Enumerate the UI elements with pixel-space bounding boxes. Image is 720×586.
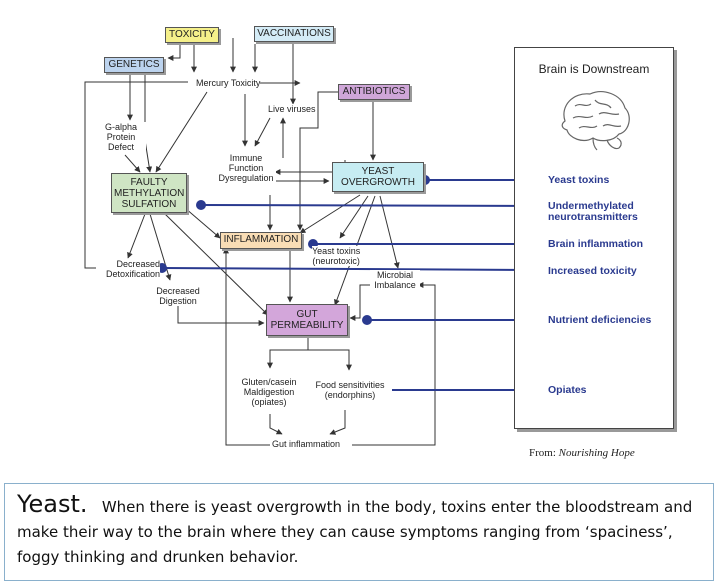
output-opiates: Opiates <box>548 384 587 396</box>
microbial-line-2: Imbalance <box>374 280 416 290</box>
brain-panel-title: Brain is Downstream <box>538 62 650 76</box>
toxicity-box: TOXICITY <box>165 27 219 43</box>
inflammation-box: INFLAMMATION <box>220 232 302 249</box>
faulty-line-3: SULFATION <box>121 199 177 210</box>
g-alpha-line-2: Protein <box>106 132 136 142</box>
yeast-toxins-neurotoxic-label: Yeast toxins (neurotoxic) <box>312 246 361 266</box>
output-undermethylated: Undermethylated neurotransmitters <box>548 201 638 223</box>
yeast-overgrowth-line-2: OVERGROWTH <box>341 177 415 188</box>
output-yeast-toxins: Yeast toxins <box>548 174 610 186</box>
diagram: TOXICITY VACCINATIONS GENETICS ANTIBIOTI… <box>84 26 674 459</box>
caption-box: Yeast. When there is yeast overgrowth in… <box>4 483 714 581</box>
citation-source: Nourishing Hope <box>558 447 635 459</box>
gluten-casein-label: Gluten/casein Maldigestion (opiates) <box>233 377 305 407</box>
gluten-line-2: Maldigestion <box>243 387 295 397</box>
immune-function-label: Immune Function Dysregulation <box>216 153 276 183</box>
immune-line-3: Dysregulation <box>218 173 274 183</box>
output-nutrient-deficiencies: Nutrient deficiencies <box>548 314 652 326</box>
microbial-imbalance-label: Microbial Imbalance <box>370 270 420 290</box>
genetics-box: GENETICS <box>104 57 164 73</box>
vaccinations-box: VACCINATIONS <box>254 26 334 42</box>
citation-prefix: From: <box>529 447 559 459</box>
immune-line-1: Immune <box>229 153 263 163</box>
yeast-toxins-line-1: Yeast toxins <box>312 246 361 256</box>
faulty-line-2: METHYLATION <box>114 188 185 199</box>
faulty-line-1: FAULTY <box>130 177 168 188</box>
decreased-digestion-label: Decreased Digestion <box>150 286 206 306</box>
source-citation: From: Nourishing Hope <box>529 447 635 459</box>
faulty-methylation-box: FAULTY METHYLATION SULFATION <box>111 173 187 213</box>
microbial-line-1: Microbial <box>376 270 413 280</box>
output-undermethylated-line-2: neurotransmitters <box>548 211 638 223</box>
food-line-1: Food sensitivities <box>315 380 385 390</box>
decreased-digestion-line-1: Decreased <box>156 286 200 296</box>
caption-title: Yeast. <box>17 490 88 518</box>
gut-inflammation-label: Gut inflammation <box>272 439 341 449</box>
g-alpha-line-1: G-alpha <box>104 122 138 132</box>
decreased-detox-line-2: Detoxification <box>105 269 160 279</box>
decreased-detox-line-1: Decreased <box>116 259 160 269</box>
gut-permeability-box: GUT PERMEABILITY <box>266 304 348 336</box>
yeast-overgrowth-box: YEAST OVERGROWTH <box>332 162 424 192</box>
output-brain-inflammation: Brain inflammation <box>548 238 644 250</box>
output-increased-toxicity: Increased toxicity <box>548 265 637 277</box>
brain-icon <box>561 91 630 151</box>
yeast-toxins-line-2: (neurotoxic) <box>312 256 360 266</box>
gut-line-1: GUT <box>296 309 318 320</box>
g-alpha-label: G-alpha Protein Defect <box>96 122 146 152</box>
food-line-2: (endorphins) <box>324 390 376 400</box>
caption-text: Yeast. When there is yeast overgrowth in… <box>17 492 701 570</box>
brain-downstream-panel: Brain is Downstream <box>514 47 674 429</box>
caption-body: When there is yeast overgrowth in the bo… <box>17 498 693 566</box>
live-viruses-label: Live viruses <box>268 104 316 114</box>
decreased-digestion-line-2: Digestion <box>159 296 197 306</box>
gut-line-2: PERMEABILITY <box>270 320 344 331</box>
yeast-overgrowth-line-1: YEAST <box>361 166 395 177</box>
food-sensitivities-label: Food sensitivities (endorphins) <box>308 380 392 400</box>
mercury-toxicity-label: Mercury Toxicity <box>196 78 261 88</box>
antibiotics-box: ANTIBIOTICS <box>338 84 410 100</box>
g-alpha-line-3: Defect <box>107 142 134 152</box>
output-undermethylated-line-1: Undermethylated <box>548 200 634 212</box>
gluten-line-1: Gluten/casein <box>241 377 297 387</box>
decreased-detox-label: Decreased Detoxification <box>96 259 160 279</box>
connector-lines <box>84 38 539 446</box>
gluten-line-3: (opiates) <box>251 397 287 407</box>
immune-line-2: Function <box>228 163 264 173</box>
